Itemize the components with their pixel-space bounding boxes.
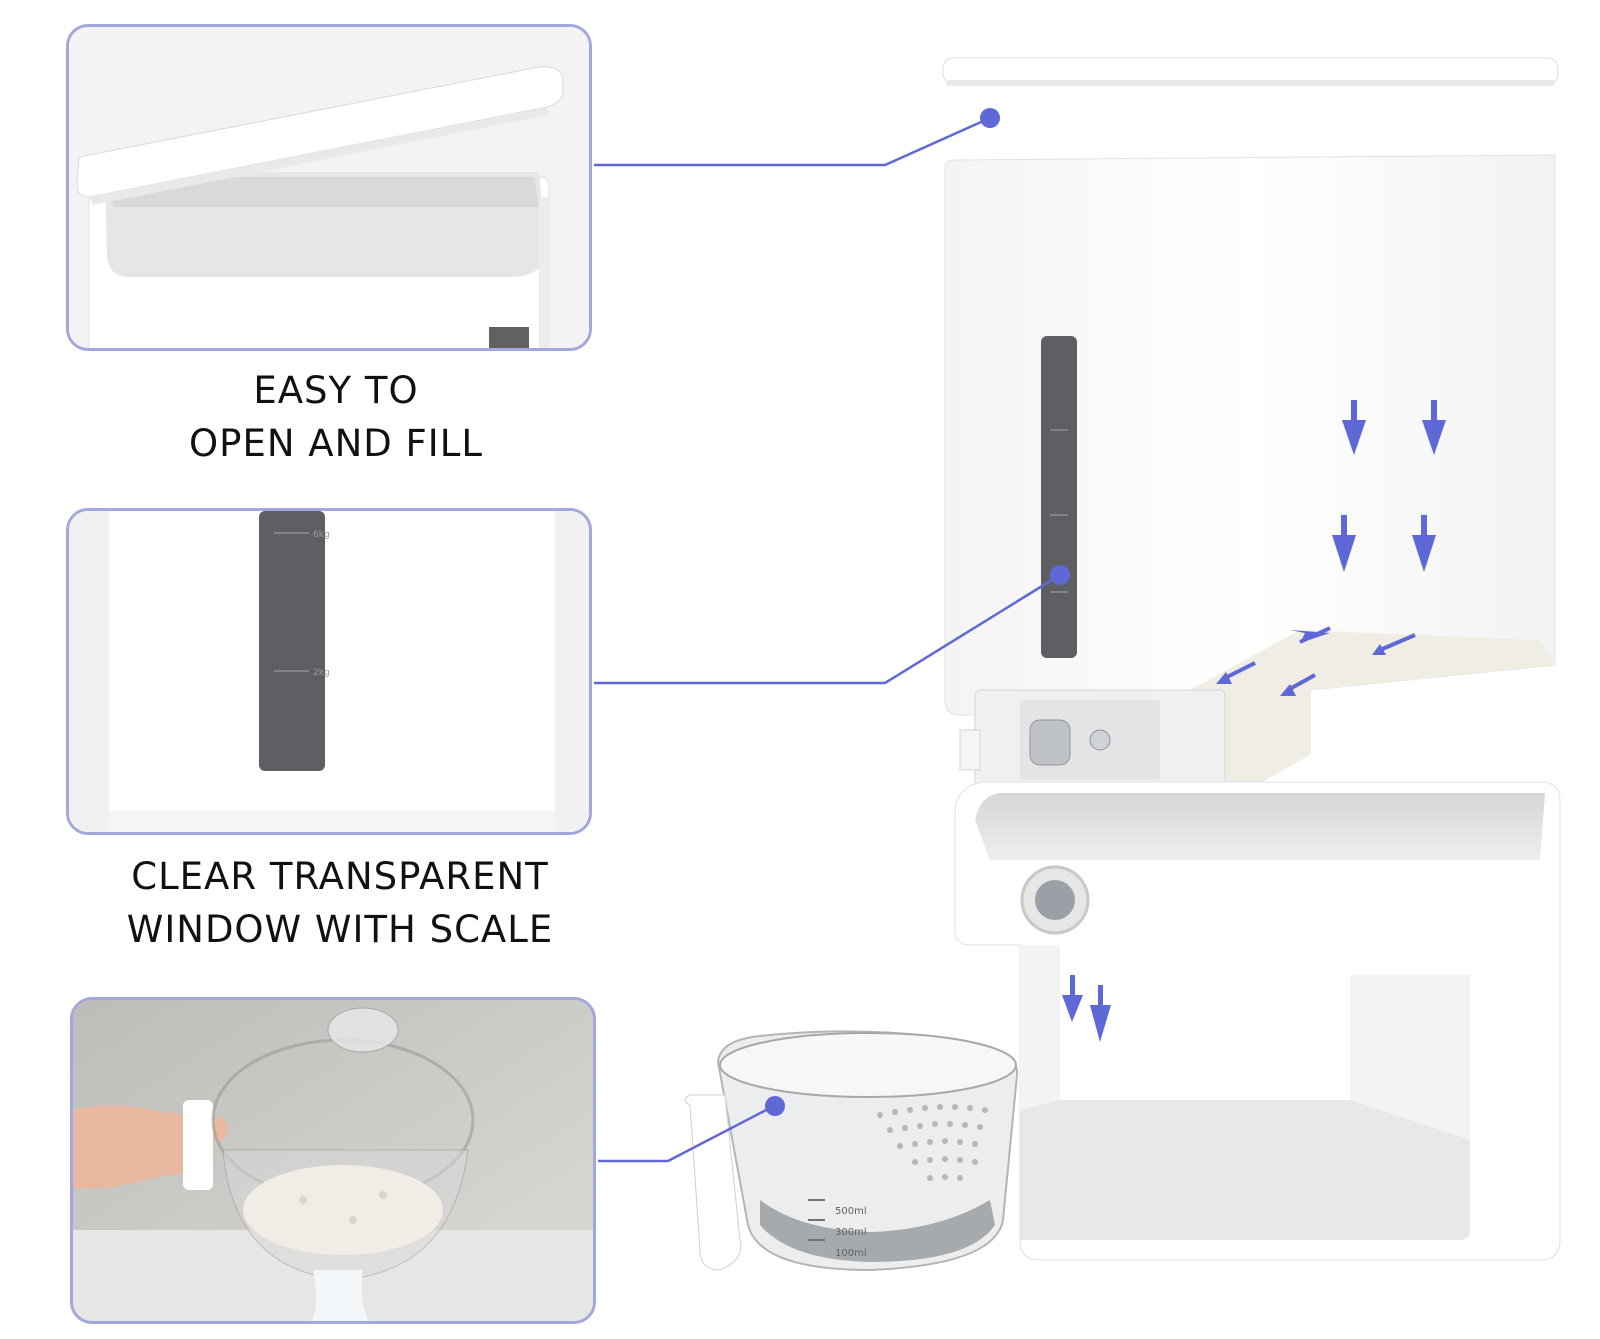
feature-caption-lid: EASY TO OPEN AND FILL	[76, 364, 596, 470]
caption-line: OPEN AND FILL	[189, 422, 483, 465]
lid-closeup-illustration	[69, 27, 589, 348]
caption-line: EASY TO	[253, 369, 419, 412]
scale-window	[259, 511, 325, 771]
diagonal-arrow-icon	[1290, 626, 1331, 644]
outlet-window	[1020, 865, 1090, 935]
storage-container	[944, 154, 1556, 800]
diagonal-arrow-icon	[1280, 673, 1316, 696]
callout-connectors	[594, 116, 1061, 1163]
scale-window	[1041, 336, 1077, 658]
caption-line: CLEAR TRANSPARENT	[131, 855, 549, 898]
cup-scale-label: 300ml	[835, 1227, 867, 1238]
connector-dot-icon	[1050, 565, 1070, 585]
rinse-cup-illustration	[73, 1000, 593, 1321]
feature-caption-window: CLEAR TRANSPARENT WINDOW WITH SCALE	[80, 850, 600, 956]
down-arrow-icon	[1090, 985, 1111, 1042]
diagonal-arrow-icon	[1372, 633, 1416, 655]
window-closeup-illustration: 6kg 2kg	[69, 511, 589, 832]
down-arrow-icon	[1422, 400, 1446, 455]
scale-mark-label: 2kg	[313, 668, 330, 678]
dispenser-base	[954, 781, 1561, 1261]
down-arrow-icon	[1062, 975, 1083, 1022]
down-arrow-icon	[1412, 515, 1436, 572]
connector-dot-icon	[980, 108, 1000, 128]
down-arrow-icon	[1342, 400, 1366, 455]
flow-arrows	[1062, 400, 1446, 1042]
connector-dot-icon	[765, 1096, 785, 1116]
window-closeup-panel: 6kg 2kg	[66, 508, 592, 835]
caption-line: WINDOW WITH SCALE	[126, 908, 554, 951]
lid-closeup-panel	[66, 24, 592, 351]
cup-scale-label: 500ml	[835, 1206, 867, 1217]
dispense-valve	[959, 689, 1226, 791]
rinse-cup-panel	[70, 997, 596, 1324]
rinse-cup: 500ml 300ml 100ml	[684, 1030, 1019, 1272]
lid	[942, 57, 1559, 86]
cup-scale-label: 100ml	[835, 1248, 867, 1259]
scale-mark-label: 6kg	[313, 530, 330, 540]
diagonal-arrow-icon	[1216, 661, 1256, 684]
down-arrow-icon	[1332, 515, 1356, 572]
